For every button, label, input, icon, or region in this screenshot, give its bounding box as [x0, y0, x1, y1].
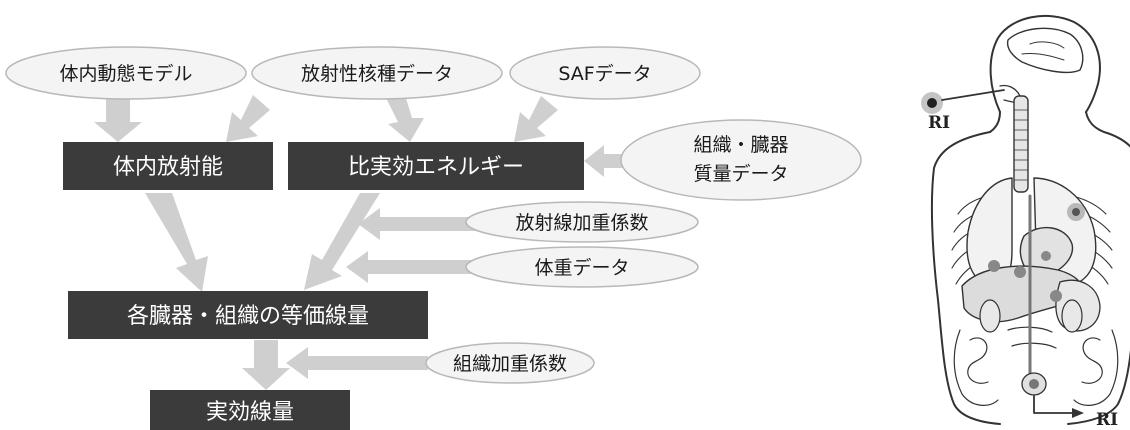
kidneys: [979, 299, 1083, 333]
ellipse-radiation-weighting: 放射線加重係数: [465, 201, 699, 243]
label-effective-dose: 実効線量: [206, 400, 294, 425]
torso-outline: [930, 131, 1130, 425]
ellipse-body-weight: 体重データ: [465, 246, 699, 288]
ellipse-saf-data: SAFデータ: [509, 46, 701, 100]
step-boxes: 体内放射能 比実効エネルギー 各臓器・組織の等価線量 実効線量: [63, 142, 584, 430]
ellipse-organ-mass-data: 組織・臓器 質量データ: [620, 119, 862, 201]
label-tissue-weighting: 組織加重係数: [453, 353, 567, 375]
label-body-weight: 体重データ: [534, 257, 629, 279]
arrow-biokinetic-to-activity: [94, 96, 142, 142]
head-outline: [989, 15, 1101, 113]
label-biokinetic-model: 体内動態モデル: [59, 63, 192, 85]
arrow-organmass-to-see: [584, 145, 640, 177]
box-equivalent-dose: 各臓器・組織の等価線量: [68, 291, 428, 339]
ellipse-radionuclide-data: 放射性核種データ: [251, 46, 503, 100]
radioactivity-spots: [988, 203, 1085, 389]
arrow-bodyweight: [346, 251, 478, 283]
label-organ-mass-line1: 組織・臓器: [693, 134, 788, 156]
label-specific-effective-energy: 比実効エネルギー: [348, 155, 524, 180]
label-ri-excretion: RI: [1096, 410, 1118, 430]
box-internal-activity: 体内放射能: [63, 142, 273, 190]
arrow-see-to-equivalent: [304, 193, 380, 290]
arrow-nuclide-to-activity: [226, 95, 270, 142]
arrow-saf-to-see: [514, 96, 558, 142]
arrow-tissueweight: [286, 347, 428, 379]
label-internal-activity: 体内放射能: [113, 155, 223, 180]
box-effective-dose: 実効線量: [150, 390, 350, 430]
intake-line: [941, 89, 1005, 101]
ri-intake-blob: [921, 92, 943, 114]
label-ri-intake: RI: [928, 113, 950, 133]
label-saf-data: SAFデータ: [558, 63, 651, 85]
label-radiation-weighting: 放射線加重係数: [515, 212, 648, 234]
excretion-arrowhead: [1072, 408, 1084, 418]
excretion-line: [1033, 395, 1073, 414]
arrow-nuclide-to-see: [386, 98, 424, 142]
human-body-illustration: [921, 15, 1130, 425]
arrow-equivalent-to-effective: [242, 340, 290, 390]
label-radionuclide-data: 放射性核種データ: [301, 63, 453, 85]
label-equivalent-dose: 各臓器・組織の等価線量: [127, 304, 369, 329]
flow-arrows: [94, 95, 640, 390]
neck-trachea: [989, 95, 1105, 193]
arrow-activity-to-equivalent: [145, 193, 208, 292]
box-specific-effective-energy: 比実効エネルギー: [288, 142, 584, 190]
label-organ-mass-line2: 質量データ: [693, 163, 788, 185]
arrow-radiationweight: [358, 208, 478, 240]
ellipse-tissue-weighting: 組織加重係数: [425, 342, 595, 384]
input-ellipses: 体内動態モデル 放射性核種データ SAFデータ 組織・臓器 質量データ 放射線加…: [5, 46, 862, 384]
ellipse-biokinetic-model: 体内動態モデル: [5, 46, 247, 100]
